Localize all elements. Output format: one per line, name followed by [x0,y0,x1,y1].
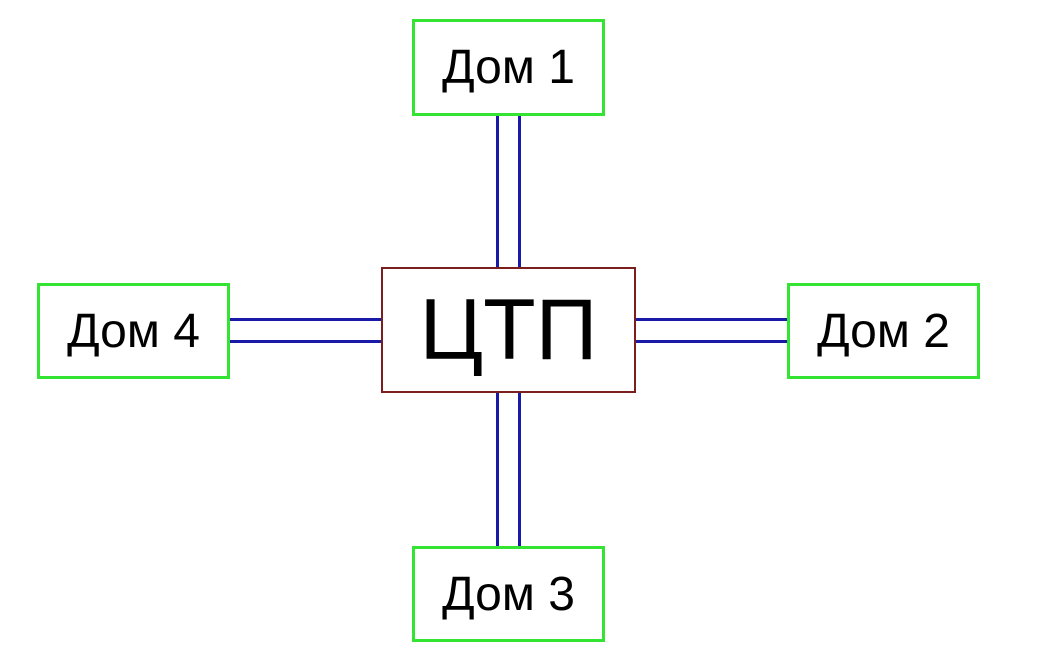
pipe-house-4-top [229,318,383,321]
house-3-box: Дом 3 [412,546,605,642]
pipe-house-4-bottom [229,340,383,343]
pipe-house-1-right [518,115,521,269]
house-2-box: Дом 2 [787,283,980,379]
house-4-label: Дом 4 [67,304,200,358]
central-heating-substation: ЦТП [381,267,636,393]
pipe-house-3-left [496,393,499,547]
house-1-label: Дом 1 [442,41,575,94]
central-heating-substation-label: ЦТП [419,281,598,378]
pipe-house-2-top [635,318,789,321]
pipe-house-1-left [496,115,499,269]
house-4-box: Дом 4 [37,283,230,379]
house-1-box: Дом 1 [412,19,605,116]
house-2-label: Дом 2 [817,304,950,358]
house-3-label: Дом 3 [442,567,575,621]
pipe-house-2-bottom [635,340,789,343]
pipe-house-3-right [518,393,521,547]
